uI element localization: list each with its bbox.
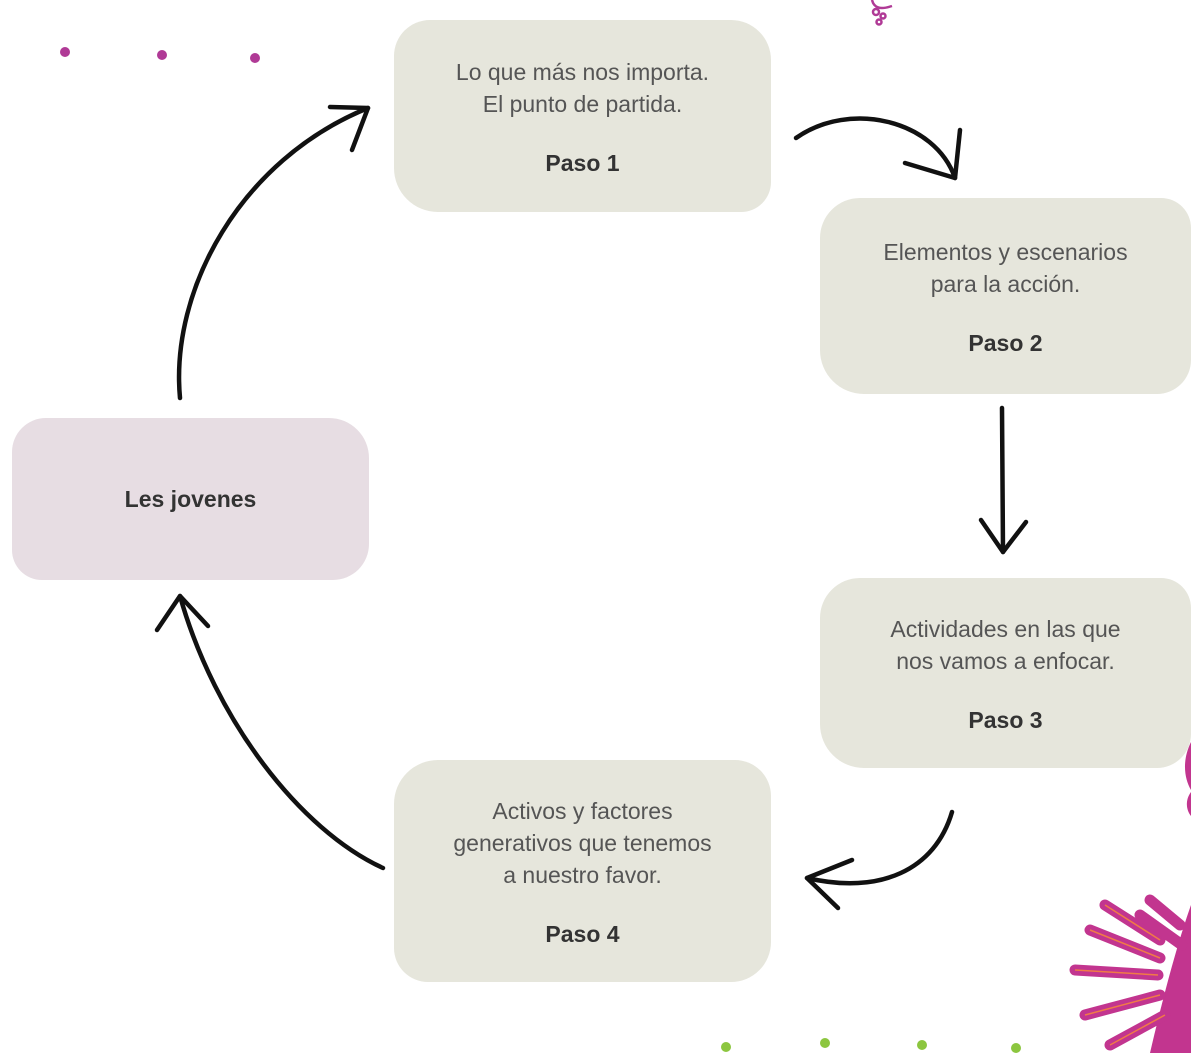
step-1-box: Lo que más nos importa. El punto de part… [394, 20, 771, 212]
decor-dot [1011, 1043, 1021, 1053]
pink-accent [1184, 742, 1191, 790]
step-3-description: Actividades en las que nos vamos a enfoc… [890, 615, 1121, 674]
arrow-head [978, 517, 1029, 555]
step-4-description: Activos y factores generativos que tenem… [453, 797, 712, 888]
arrow-center-to-step1 [176, 105, 371, 401]
step-2-box: Elementos y escenarios para la acción. P… [820, 198, 1191, 394]
decor-dot [250, 53, 260, 63]
arrow-head [902, 127, 963, 181]
arrow-step4-to-center [177, 593, 386, 871]
step-1-label: Paso 1 [545, 149, 620, 176]
arrow-step3-to-step4 [804, 809, 955, 886]
decor-dot [60, 47, 70, 57]
center-box: Les jovenes [12, 418, 369, 580]
step-3-label: Paso 3 [968, 706, 1043, 733]
decor-dot [917, 1040, 927, 1050]
arrow-head [804, 857, 855, 911]
arrow-head [154, 593, 211, 633]
pink-accent [1186, 792, 1191, 816]
arrow-head [327, 104, 371, 153]
step-4-box: Activos y factores generativos que tenem… [394, 760, 771, 982]
step-2-description: Elementos y escenarios para la acción. [883, 238, 1128, 297]
step-2-label: Paso 2 [968, 329, 1043, 356]
arrow-step2-to-step3 [999, 405, 1006, 555]
center-label: Les jovenes [124, 485, 257, 512]
step-4-label: Paso 4 [545, 920, 620, 947]
flower-decoration [870, 0, 893, 26]
decor-dot [157, 50, 167, 60]
arrows [154, 104, 1029, 911]
decor-dot [721, 1042, 731, 1052]
leaf-decoration [1069, 894, 1191, 1053]
step-1-description: Lo que más nos importa. El punto de part… [455, 58, 710, 117]
step-3-box: Actividades en las que nos vamos a enfoc… [820, 578, 1191, 768]
decor-dot [820, 1038, 830, 1048]
arrow-step1-to-step2 [793, 116, 958, 181]
